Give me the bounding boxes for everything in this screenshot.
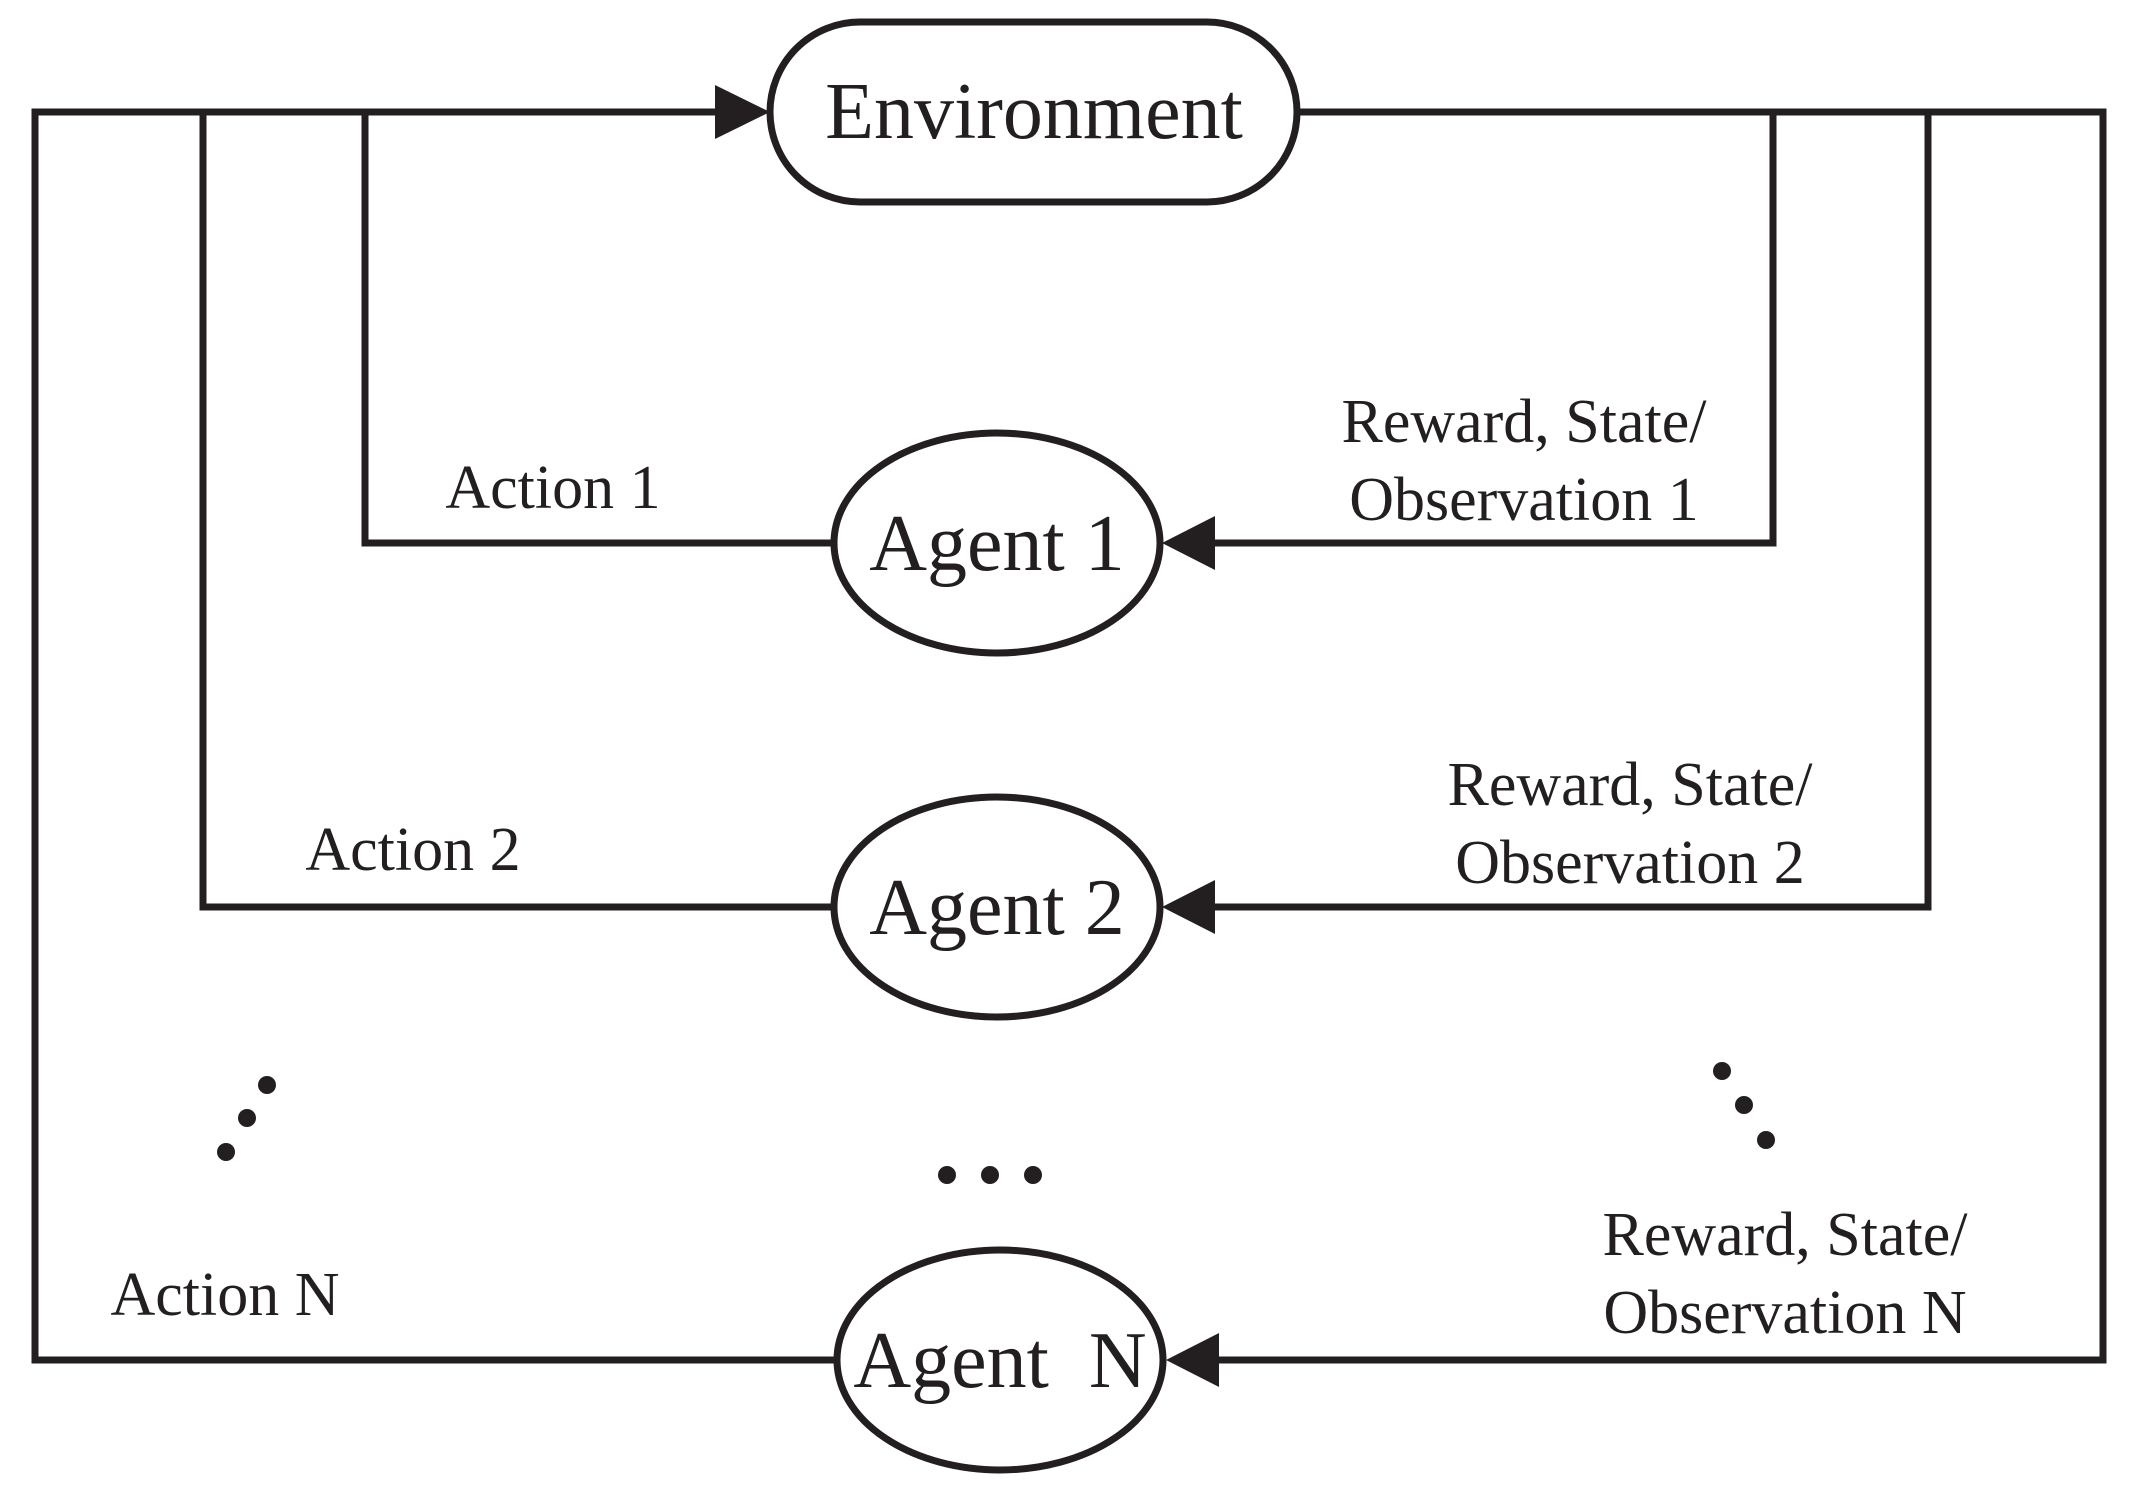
reward-1-line bbox=[1208, 108, 1777, 547]
action-2-line bbox=[199, 108, 837, 911]
action-n-line bbox=[31, 108, 837, 1364]
reward-n-line bbox=[1208, 108, 2107, 1364]
action-n-label: Action N bbox=[110, 1261, 339, 1329]
reward-2-label-line2: Observation 2 bbox=[1455, 829, 1805, 897]
ellipsis-left bbox=[217, 1076, 276, 1161]
agent-2-node bbox=[830, 793, 1164, 1021]
ellipsis-right bbox=[1713, 1062, 1775, 1149]
agent-n-node bbox=[833, 1246, 1167, 1474]
ellipsis-center bbox=[938, 1166, 1042, 1184]
reward-1-label-line1: Reward, State/ bbox=[1341, 388, 1707, 456]
action-2-label: Action 2 bbox=[305, 816, 520, 884]
reward-n-label-line2: Observation N bbox=[1603, 1279, 1966, 1347]
action-1-line bbox=[361, 108, 837, 547]
environment-node bbox=[766, 18, 1301, 206]
agent-1-node bbox=[830, 429, 1164, 657]
arrow-into-agent-2 bbox=[1162, 880, 1215, 934]
reward-n-label-line1: Reward, State/ bbox=[1602, 1201, 1968, 1269]
agent-n-label: Agent N bbox=[853, 1317, 1146, 1405]
reward-2-label-line1: Reward, State/ bbox=[1447, 751, 1813, 819]
environment-label: Environment bbox=[825, 68, 1243, 156]
agent-1-label: Agent 1 bbox=[869, 500, 1125, 588]
action-1-label: Action 1 bbox=[445, 454, 660, 522]
reward-2-line bbox=[1208, 108, 1932, 911]
reward-1-label-line2: Observation 1 bbox=[1349, 466, 1699, 534]
arrow-into-agent-n bbox=[1166, 1333, 1219, 1387]
arrow-into-agent-1 bbox=[1162, 516, 1215, 570]
arrow-into-environment bbox=[715, 85, 770, 139]
agent-2-label: Agent 2 bbox=[869, 864, 1125, 952]
